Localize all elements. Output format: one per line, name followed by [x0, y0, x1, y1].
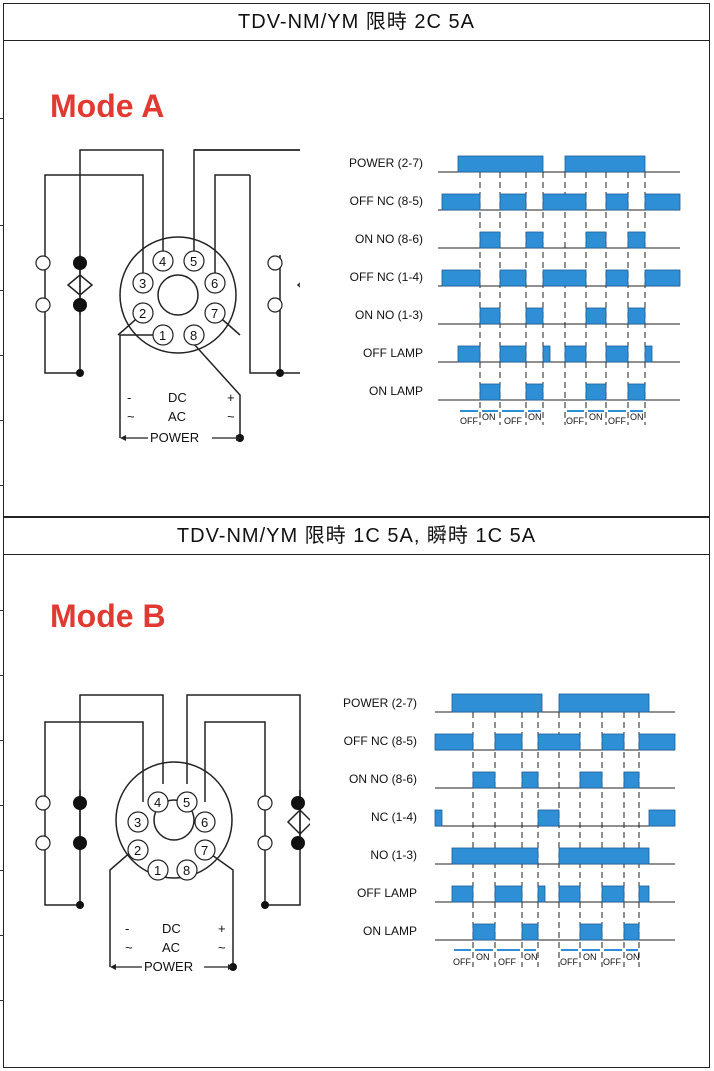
channel-label: OFF NC (8-5)	[344, 734, 417, 748]
state-label-off: OFF	[608, 416, 626, 426]
margin-tick	[0, 225, 4, 226]
margin-tick	[0, 740, 4, 741]
pin-6-label: 6	[201, 815, 208, 830]
channel-label: NC (1-4)	[371, 810, 417, 824]
channel-label: ON LAMP	[363, 924, 417, 938]
pin-5-label: 5	[183, 795, 190, 810]
margin-tick	[0, 485, 4, 486]
channel-label: ON NO (8-6)	[349, 772, 417, 786]
margin-tick	[0, 935, 4, 936]
channel-label: OFF LAMP	[363, 346, 423, 360]
pin-7-label: 7	[201, 843, 208, 858]
state-label-off: OFF	[504, 416, 522, 426]
state-label-off: OFF	[560, 957, 578, 967]
channel-label: OFF LAMP	[357, 886, 417, 900]
channel-label: OFF NC (8-5)	[350, 194, 423, 208]
pin-8-label: 8	[190, 328, 197, 343]
pin-5-label: 5	[190, 254, 197, 269]
margin-tick	[0, 610, 4, 611]
state-label-off: OFF	[460, 416, 478, 426]
section-b-frame	[3, 517, 710, 1068]
channel-label: POWER (2-7)	[349, 156, 423, 170]
section-b-title: TDV-NM/YM 限時 1C 5A, 瞬時 1C 5A	[3, 517, 710, 555]
state-label-on: ON	[626, 952, 640, 962]
section-a-frame	[3, 3, 710, 517]
margin-tick	[0, 870, 4, 871]
margin-tick	[0, 118, 4, 119]
section-b-timing-chart: POWER (2-7) OFF NC (8-5) ON NO (8-6) NC …	[343, 693, 676, 967]
pin-4-label: 4	[159, 254, 166, 269]
pin-3-label: 3	[134, 815, 141, 830]
pin-2-label: 2	[139, 306, 146, 321]
section-a-timing-chart: POWER (2-7) OFF NC (8-5) ON NO (8-6) OFF…	[349, 155, 681, 426]
section-a-mode-label: Mode A	[50, 88, 165, 124]
pin-2-label: 2	[134, 843, 141, 858]
tilde-left-label: ~	[127, 409, 135, 424]
channel-label: NO (1-3)	[370, 848, 417, 862]
section-b-mode-label: Mode B	[50, 598, 166, 634]
margin-tick	[0, 675, 4, 676]
state-label-on: ON	[476, 952, 490, 962]
plus-label: +	[227, 390, 235, 405]
state-label-on: ON	[524, 952, 538, 962]
state-label-off: OFF	[453, 957, 471, 967]
channel-label: ON NO (1-3)	[355, 308, 423, 322]
pin-6-label: 6	[211, 276, 218, 291]
plus-label: +	[218, 921, 226, 936]
pin-1-label: 1	[159, 328, 166, 343]
state-label-off: OFF	[498, 957, 516, 967]
minus-label: -	[127, 390, 131, 405]
ac-label: AC	[162, 940, 180, 955]
pin-1-label: 1	[154, 863, 161, 878]
channel-label: POWER (2-7)	[343, 696, 417, 710]
pin-4-label: 4	[154, 795, 161, 810]
tilde-right-label: ~	[218, 940, 226, 955]
state-label-on: ON	[589, 412, 603, 422]
minus-label: -	[125, 921, 129, 936]
pin-7-label: 7	[211, 306, 218, 321]
state-label-on: ON	[630, 412, 644, 422]
state-label-off: OFF	[566, 416, 584, 426]
margin-tick	[0, 420, 4, 421]
channel-label: ON NO (8-6)	[355, 232, 423, 246]
state-label-on: ON	[583, 952, 597, 962]
dc-label: DC	[162, 921, 181, 936]
section-a-wiring-diagram: 4 5 3 6 2 7 1 8 - DC + ~ AC ~ POWER	[35, 149, 300, 445]
pin-8-label: 8	[183, 863, 190, 878]
channel-label: ON LAMP	[369, 384, 423, 398]
power-label: POWER	[144, 959, 193, 974]
section-b-wiring-diagram: 4 5 3 6 2 7 1 8 - DC + ~ AC ~ POWER	[35, 694, 310, 974]
power-label: POWER	[150, 430, 199, 445]
margin-tick	[0, 805, 4, 806]
tilde-left-label: ~	[125, 940, 133, 955]
margin-tick	[0, 290, 4, 291]
state-label-on: ON	[528, 412, 542, 422]
tilde-right-label: ~	[227, 409, 235, 424]
pin-3-label: 3	[139, 276, 146, 291]
channel-label: OFF NC (1-4)	[350, 270, 423, 284]
margin-tick	[0, 1000, 4, 1001]
section-a-title: TDV-NM/YM 限時 2C 5A	[3, 3, 710, 41]
ac-label: AC	[168, 409, 186, 424]
state-label-on: ON	[482, 412, 496, 422]
dc-label: DC	[168, 390, 187, 405]
state-label-off: OFF	[603, 957, 621, 967]
margin-tick	[0, 355, 4, 356]
